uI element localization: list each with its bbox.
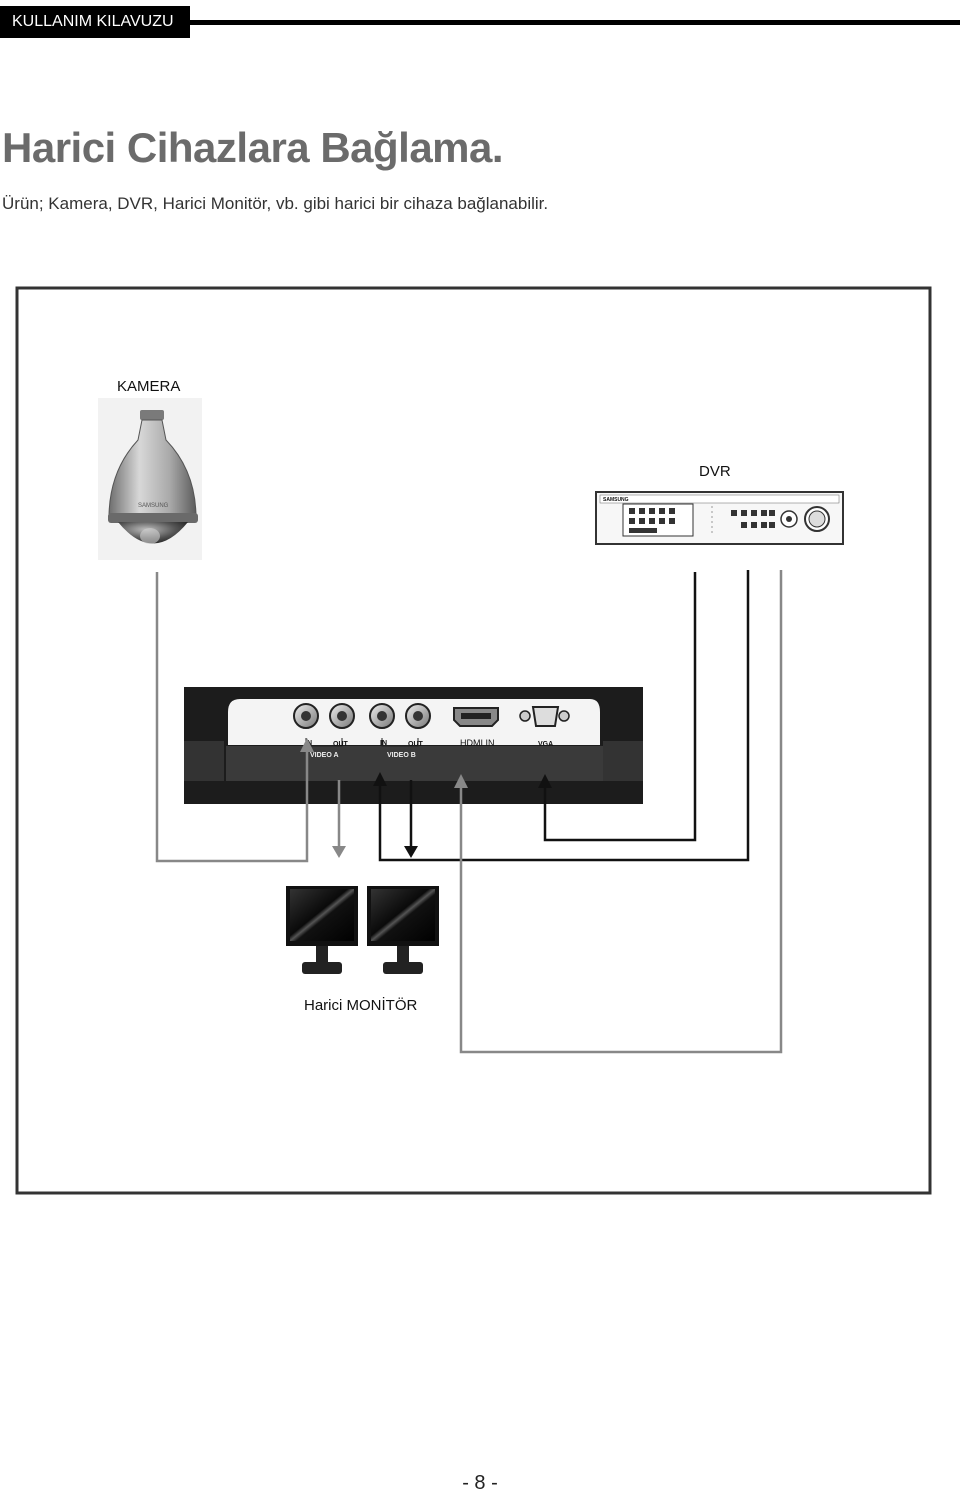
video-a-out-arrow xyxy=(332,846,346,858)
dome-camera-icon: SAMSUNG xyxy=(98,398,202,560)
out-b-label: OUT xyxy=(408,741,424,748)
manual-header-tab: KULLANIM KILAVUZU xyxy=(0,6,190,38)
in-b-label: IN xyxy=(380,740,387,747)
page-subtitle: Ürün; Kamera, DVR, Harici Monitör, vb. g… xyxy=(2,194,549,213)
video-a-label: VIDEO A xyxy=(310,752,339,759)
external-monitor-icon-1 xyxy=(286,886,358,974)
page-title: Harici Cihazlara Bağlama. xyxy=(2,124,504,171)
hdmi-in-label: HDMI IN xyxy=(460,738,495,748)
page-number: - 8 - xyxy=(462,1472,498,1494)
hdmi-port xyxy=(453,707,499,727)
bnc-in-b-port xyxy=(369,703,395,729)
dvr-to-vga-cable xyxy=(543,572,697,842)
diagram-frame xyxy=(15,286,932,1195)
dvr-label: DVR xyxy=(699,463,731,480)
vga-port xyxy=(519,706,570,727)
external-monitor-icon-2 xyxy=(367,886,439,974)
camera-brand: SAMSUNG xyxy=(138,503,169,509)
vga-label: VGA xyxy=(538,741,553,748)
video-a-in-arrow xyxy=(300,738,314,752)
hdmi-arrow xyxy=(454,774,468,788)
external-monitor-label: Harici MONİTÖR xyxy=(304,996,417,1014)
video-b-label: VIDEO B xyxy=(387,752,416,759)
dvr-device-icon: SAMSUNG xyxy=(595,491,844,545)
dvr-to-video-b-in-cable xyxy=(378,570,750,862)
camera-label: KAMERA xyxy=(117,378,180,395)
out-a-label: OUT xyxy=(333,741,349,748)
camera-to-video-a-in-cable xyxy=(155,572,309,863)
bnc-out-b-port xyxy=(405,703,431,729)
bnc-out-a-port xyxy=(329,703,355,729)
bnc-in-a-port xyxy=(293,703,319,729)
vga-arrow xyxy=(538,774,552,788)
video-b-out-arrow xyxy=(404,846,418,858)
video-b-in-arrow xyxy=(373,772,387,786)
dvr-to-hdmi-cable xyxy=(459,570,783,1054)
dvr-brand: SAMSUNG xyxy=(603,497,629,503)
header-rule xyxy=(190,20,960,25)
